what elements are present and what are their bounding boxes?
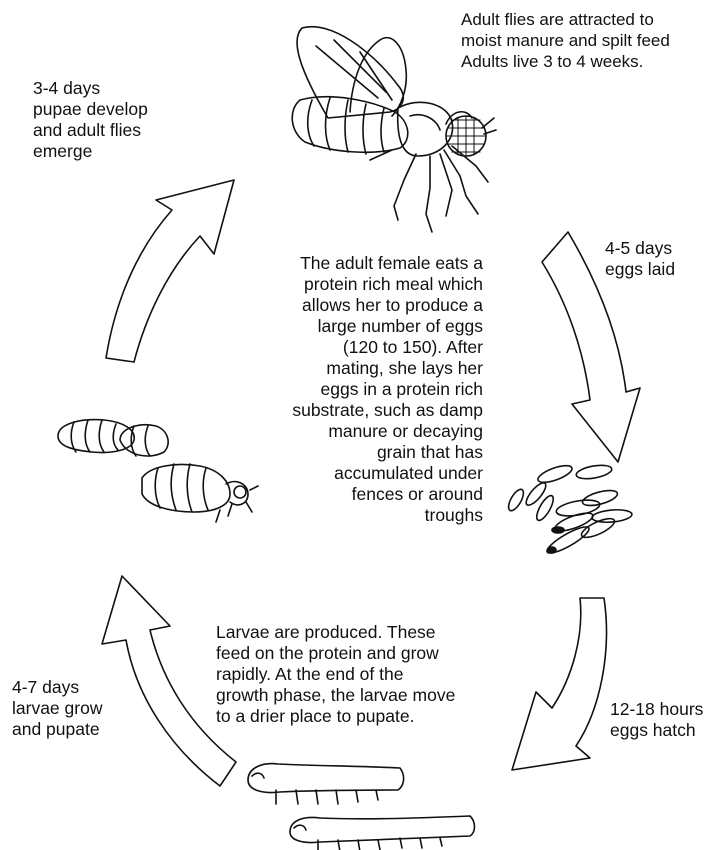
adult-fly-note: Adult flies are attracted to moist manur… [461,9,670,72]
eggs-illustration [506,462,633,557]
pupae-illustration [58,420,258,522]
center-description: The adult female eats a protein rich mea… [233,253,483,526]
larvae-grow-label: 4-7 days larvae grow and pupate [12,677,102,740]
arrow-pupae-to-adult [106,180,234,362]
arrow-eggs-to-larvae [512,598,606,770]
pupae-emerge-label: 3-4 days pupae develop and adult flies e… [33,78,148,162]
larvae-illustration [248,764,475,850]
larvae-description: Larvae are produced. These feed on the p… [216,622,455,727]
eggs-laid-label: 4-5 days eggs laid [605,238,675,280]
eggs-hatch-label: 12-18 hours eggs hatch [610,699,703,741]
